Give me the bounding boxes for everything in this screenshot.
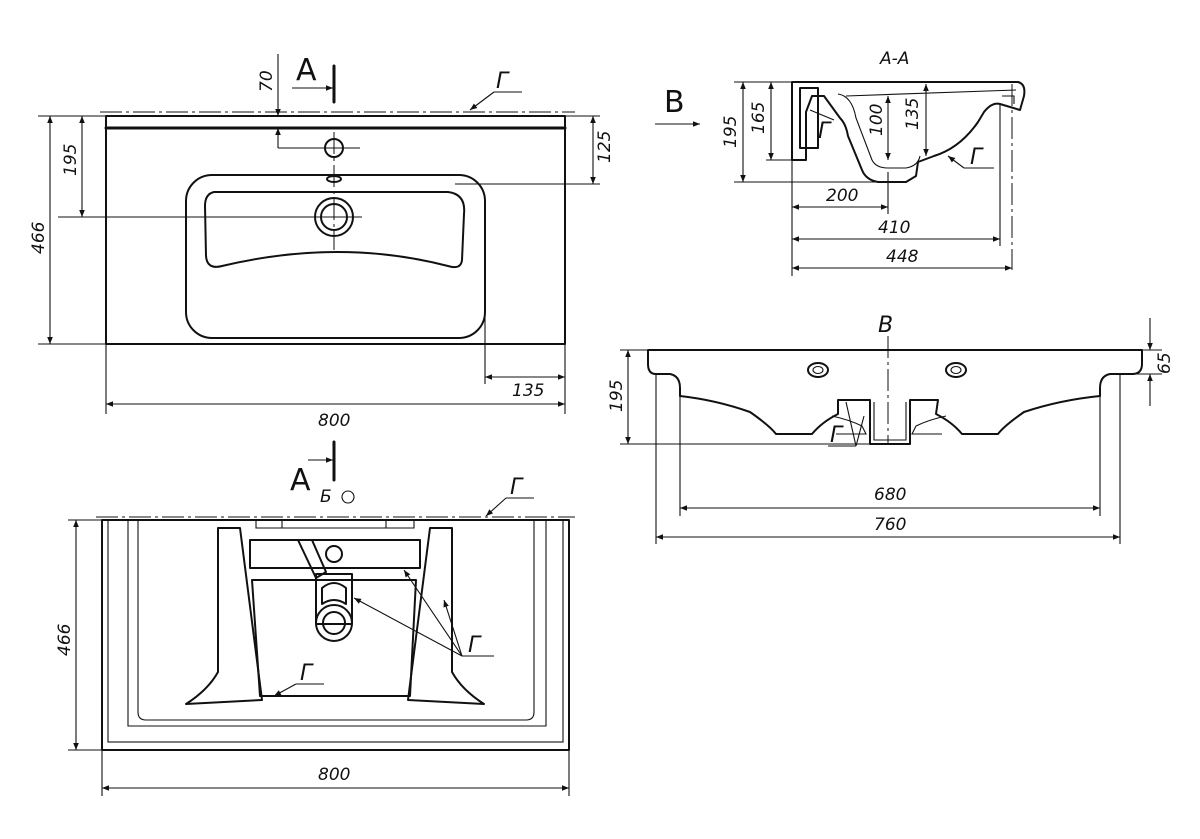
side-g-leader-a <box>845 401 857 447</box>
detail-b-label: Б <box>320 487 332 507</box>
bottom-g-label: Г <box>468 633 482 658</box>
edge-g-leader <box>469 91 495 111</box>
bottom-g-leader-2 <box>403 569 463 657</box>
section-a-label: A <box>296 53 317 88</box>
side-hole-left <box>807 362 829 378</box>
dim-466-label: 466 <box>29 221 49 254</box>
detail-b-circle <box>341 490 355 504</box>
bottom-inner-g-label: Г <box>300 661 314 686</box>
bowl-inner-outline <box>204 191 466 269</box>
bottom-view: A Б Г Г Г 466 <box>55 440 575 796</box>
bottom-overflow-channel <box>297 539 327 579</box>
dim-800-label: 800 <box>318 411 350 431</box>
dim-195-label: 195 <box>61 144 81 176</box>
sec-g-label-right: Г <box>970 145 984 170</box>
bottom-dim-466-label: 466 <box>55 623 75 656</box>
bottom-inner-g-leader <box>273 683 297 697</box>
side-inner-ridge-right <box>911 415 947 435</box>
side-hole-left-inner <box>812 365 824 375</box>
bottom-tap-block-ticks <box>281 520 387 528</box>
sec-dim-135-label: 135 <box>903 98 923 130</box>
side-hole-right-inner <box>950 365 962 375</box>
side-dim-760-label: 760 <box>874 515 906 535</box>
bottom-tap-hole <box>325 545 343 563</box>
bottom-dim-800-label: 800 <box>318 765 350 785</box>
bottom-edge-g-leader <box>485 497 507 517</box>
side-dim-680-label: 680 <box>874 485 906 505</box>
sec-dim-200-label: 200 <box>826 186 858 206</box>
section-bowl-inner <box>837 93 921 169</box>
sec-dim-195-label: 195 <box>721 116 741 148</box>
bottom-leg-left <box>185 527 263 705</box>
bottom-tap-block <box>255 520 415 529</box>
section-title: А-А <box>879 49 909 69</box>
dim-125-label: 125 <box>595 131 615 163</box>
bottom-drain-neck <box>321 582 347 605</box>
side-dim-195-label: 195 <box>607 380 627 412</box>
side-hole-right <box>945 362 967 378</box>
view-b-title: B <box>878 313 893 338</box>
section-outer-profile <box>791 81 1026 183</box>
side-profile-outline <box>647 349 1143 445</box>
top-view: A 70 Г 195 466 125 135 800 <box>29 53 615 431</box>
section-front-lip <box>1002 95 1015 104</box>
bottom-edge-g-label: Г <box>510 475 524 500</box>
edge-g-label: Г <box>496 69 510 94</box>
dim-70-label: 70 <box>257 70 277 92</box>
bottom-outer-outline <box>101 519 570 751</box>
side-dim-65-label: 65 <box>1155 352 1175 374</box>
bottom-leg-right <box>407 527 485 705</box>
sec-dim-410-label: 410 <box>878 218 910 238</box>
dim-135-label: 135 <box>512 381 544 401</box>
sec-g-leader-left <box>809 109 835 121</box>
basin-top-outline <box>105 115 566 345</box>
bottom-top-plate <box>249 539 421 569</box>
bowl-outline <box>185 174 486 339</box>
side-inner-ridge-left <box>831 415 867 435</box>
side-drain-inner <box>873 402 907 441</box>
bottom-g-leader-1 <box>353 597 463 657</box>
bottom-drain-outer <box>315 604 353 642</box>
section-a-a-view: А-А B 195 165 100 135 Г Г 200 <box>655 49 1026 276</box>
side-g-label: Г <box>830 423 844 448</box>
bottom-basin-bottom <box>251 579 417 697</box>
bottom-rim-line <box>107 519 564 743</box>
sec-dim-448-label: 448 <box>886 247 919 267</box>
bottom-g-leader-3 <box>443 599 463 657</box>
view-b-marker-label: B <box>664 85 685 120</box>
section-rear-wall <box>799 87 819 149</box>
bottom-inner-rim <box>127 520 547 727</box>
bottom-bowl-outline <box>137 520 535 721</box>
sec-g-label-left: Г <box>818 119 832 144</box>
side-g-leader-b <box>855 415 865 447</box>
view-b-side: B Г 195 65 680 760 <box>607 313 1175 544</box>
bottom-drain-inner <box>322 611 346 635</box>
sec-g-leader-right <box>947 155 965 169</box>
sec-dim-100-label: 100 <box>867 104 887 136</box>
section-rim-line <box>845 89 1017 97</box>
sec-dim-165-label: 165 <box>749 102 769 134</box>
bottom-section-a-label: A <box>290 463 311 498</box>
